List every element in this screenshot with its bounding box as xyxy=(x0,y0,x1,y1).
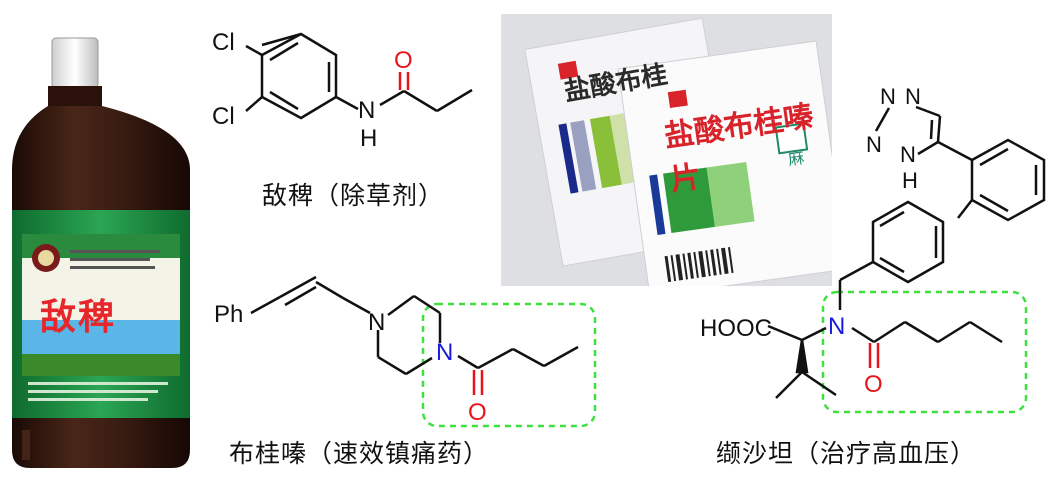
medicine-package-photo: 盐酸布桂 盐酸布桂嗪片 麻 xyxy=(501,14,832,286)
valsartan-structure: N N N N H HOOC N O xyxy=(700,84,1046,414)
valsartan-n4: N xyxy=(900,142,916,167)
propanil-cl-top: Cl xyxy=(212,29,235,56)
pesticide-bottle-photo: 敌稗 xyxy=(0,10,200,475)
valsartan-n3: N xyxy=(866,132,882,157)
valsartan-caption: 缬沙坦（治疗高血压） xyxy=(716,439,977,468)
bottle-illustration xyxy=(12,37,190,468)
valsartan-h: H xyxy=(902,168,918,193)
bucinnazine-structure: Ph N N O xyxy=(214,275,597,428)
bucinnazine-n-right: N xyxy=(436,339,453,366)
propanil-caption: 敌稗（除草剂） xyxy=(262,181,445,210)
package-illustration xyxy=(501,14,832,286)
bucinnazine-o: O xyxy=(468,399,487,426)
valsartan-n1: N xyxy=(880,84,896,109)
propanil-h: H xyxy=(360,125,377,152)
bucinnazine-ph: Ph xyxy=(214,301,243,328)
propanil-n: N xyxy=(358,97,375,124)
valsartan-amide-highlight xyxy=(821,290,1028,414)
valsartan-n2: N xyxy=(905,84,921,109)
valsartan-o: O xyxy=(864,371,883,398)
bucinnazine-caption: 布桂嗪（速效镇痛药） xyxy=(229,439,490,468)
propanil-cl-bottom: Cl xyxy=(212,103,235,130)
valsartan-n-amide: N xyxy=(828,313,845,340)
bucinnazine-n-left: N xyxy=(368,309,385,336)
bottle-label-text: 敌稗 xyxy=(40,297,117,338)
propanil-o: O xyxy=(394,47,413,74)
propanil-structure: Cl Cl N H O xyxy=(212,29,473,152)
valsartan-cooh: HOOC xyxy=(700,315,772,342)
bucinnazine-amide-highlight xyxy=(421,302,597,428)
